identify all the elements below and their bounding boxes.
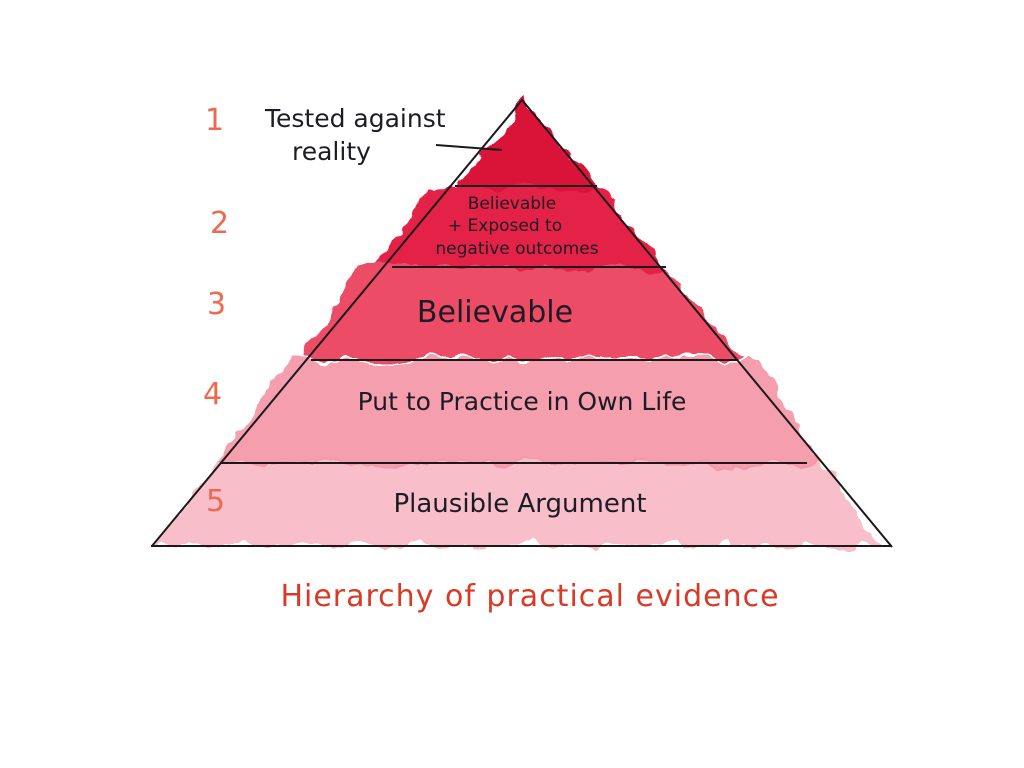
level-5-number: 5 (206, 484, 225, 519)
tier-wash-group (160, 102, 880, 545)
diagram-caption: Hierarchy of practical evidence (280, 579, 779, 614)
tier-2-wash (375, 188, 665, 268)
pyramid-triangle (151, 98, 893, 548)
level-2-label-line-1: Believable (468, 194, 556, 214)
level-4-label: Put to Practice in Own Life (358, 387, 687, 416)
tier-3-wash (300, 268, 745, 358)
level-2-number: 2 (210, 206, 229, 241)
level-4-number: 4 (203, 377, 222, 412)
tier-1-wash (455, 102, 600, 188)
level-5-label: Plausible Argument (393, 489, 646, 519)
tier-labels: Tested against reality Believable + Expo… (264, 104, 686, 519)
level-2-label-line-3: negative outcomes (435, 239, 598, 259)
tier-4-wash (215, 360, 820, 464)
level-2-label-line-2: + Exposed to (448, 216, 562, 236)
level-1-label-line-1: Tested against (264, 104, 446, 133)
level-numbers: 1 2 3 4 5 (203, 103, 229, 519)
level-3-number: 3 (207, 287, 226, 322)
tier-5-wash (160, 462, 880, 545)
level-1-label-line-2: reality (292, 137, 371, 166)
callout-line (435, 144, 503, 151)
level-3-label: Believable (417, 295, 573, 330)
level-1-number: 1 (205, 103, 224, 138)
pyramid-outline (151, 98, 893, 548)
